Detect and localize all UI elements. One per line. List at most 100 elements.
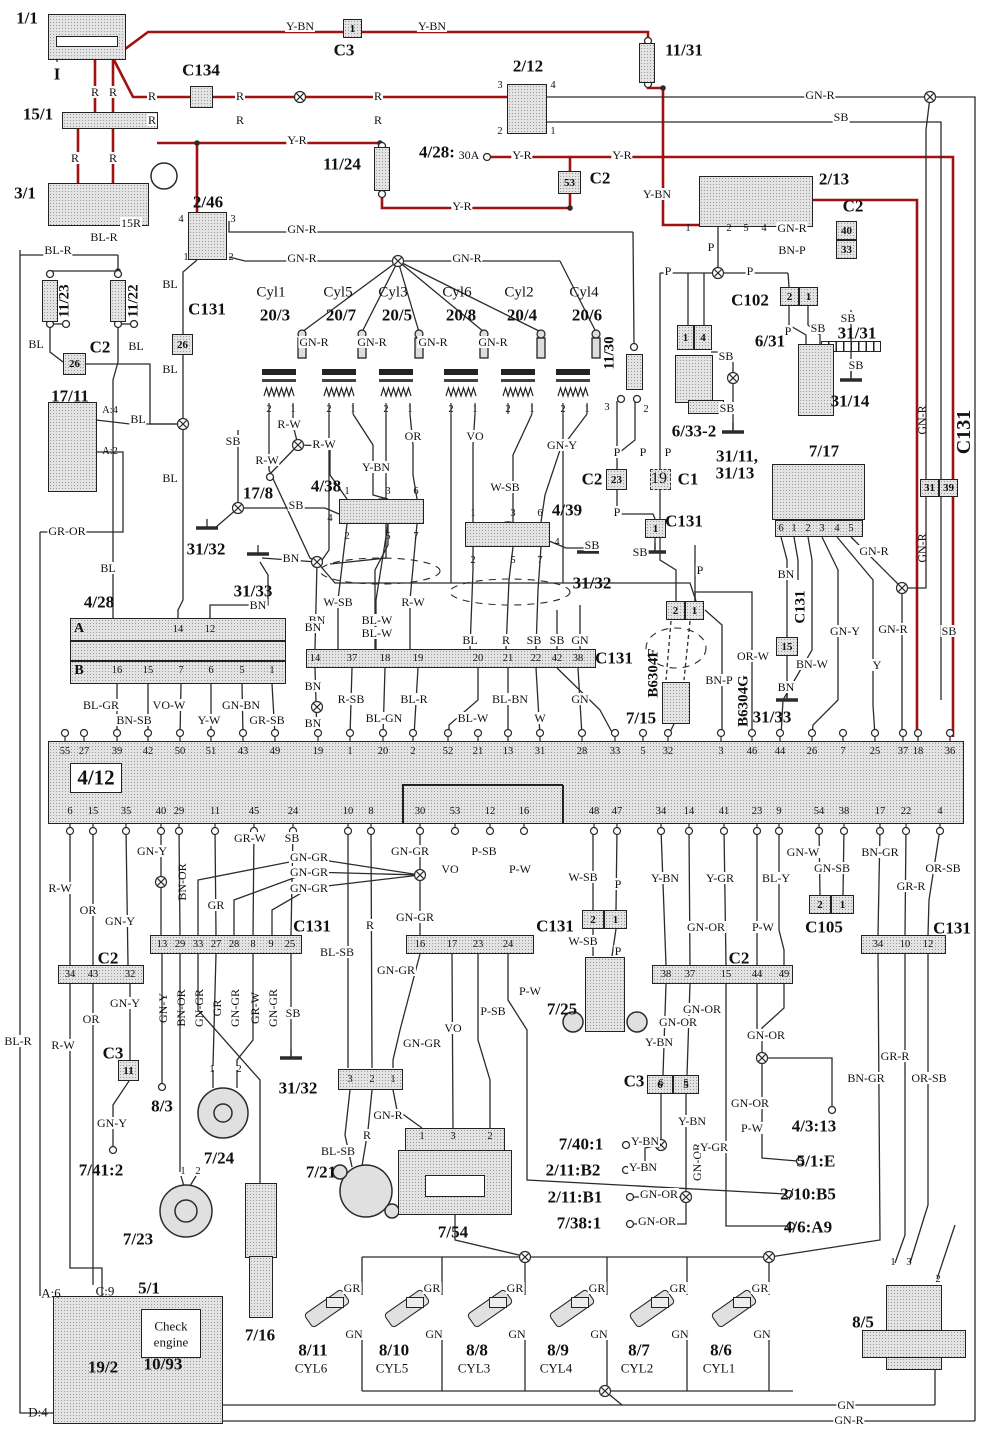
ecu-pin-top: 52 (442, 745, 454, 757)
wire-label: BL-W (456, 711, 490, 725)
wire-label: 20 (472, 652, 484, 664)
connector-c102-1: 1 (799, 287, 818, 306)
wire (469, 547, 474, 650)
wire-label: SB (717, 349, 735, 363)
component-id: 8/6 (710, 1340, 732, 1360)
wire (268, 414, 318, 563)
component-id: 11/24 (323, 154, 361, 174)
component-id: 5/1:E (796, 1151, 836, 1171)
wire-label: 2 (195, 1165, 201, 1177)
wire-label: SB (718, 401, 736, 415)
wire (505, 546, 514, 650)
wire-label: GN-R (858, 544, 890, 558)
injector-connector (489, 1297, 507, 1308)
wire-label: 5 (510, 554, 516, 566)
wire-label: SB (832, 110, 850, 124)
component-id: 17/8 (242, 483, 274, 503)
component-id: 4/28: (419, 142, 455, 162)
wire-label: R-W (311, 437, 337, 451)
ecu-pin-bottom: 14 (683, 805, 695, 817)
wire-label: SB (839, 311, 857, 325)
ecu-pin-bottom: 10 (342, 805, 354, 817)
component-id: A (73, 621, 85, 636)
wire-label: GN-Y (156, 993, 170, 1023)
component-id: 20/5 (381, 305, 413, 325)
conn-7-25-2: 2 (582, 910, 604, 929)
component-id: C134 (182, 60, 220, 80)
wire-label: GN (507, 1327, 527, 1341)
component-id: 31/32 (186, 539, 226, 559)
wire (409, 523, 418, 649)
wire-label: CYL4 (539, 1360, 573, 1376)
wire-label: 1 (209, 1063, 215, 1075)
wire-label: Cyl5 (323, 284, 353, 301)
wire-label: SB (847, 358, 865, 372)
wire-label: BL-SB (319, 1144, 357, 1158)
component-id: 6/31 (754, 331, 786, 351)
wire-label: 1 (407, 403, 413, 415)
ecu-pin-top: 26 (806, 745, 818, 757)
wire-label: GN-OR (658, 1015, 698, 1029)
wire (236, 954, 254, 1066)
sensor-7-16 (245, 1183, 277, 1258)
wire-label: GN-OR (746, 1028, 786, 1042)
injector-connector (326, 1297, 344, 1308)
ecu-pin-top: 1 (347, 745, 353, 757)
component-id: 15/1 (22, 104, 54, 124)
wire-label: 34 (64, 968, 76, 980)
wire (397, 260, 542, 333)
wire-label: P (783, 324, 793, 338)
wire-label: W-SB (567, 934, 599, 948)
ecu-pin-bottom: 23 (751, 805, 763, 817)
wire-label: 49 (778, 968, 790, 980)
wire (19, 250, 53, 1414)
wire-label: Y-BN (643, 1035, 675, 1049)
wire-label: GN-R (776, 221, 808, 235)
wire-label: 1 (550, 125, 556, 137)
wire (725, 984, 788, 1227)
wire-label: 15 (720, 968, 732, 980)
component-id: 7/24 (203, 1148, 235, 1168)
wire-label: 1 (470, 507, 476, 519)
distributor-7-17 (772, 464, 865, 520)
wire-label: 28 (228, 938, 240, 950)
wire-label: 23 (472, 938, 484, 950)
wire-label: Y-BN (416, 19, 448, 33)
connector-c105-1: 1 (831, 895, 854, 914)
wire-label: Cyl2 (504, 284, 534, 301)
wire (936, 1224, 956, 1280)
wire-label: 1 (419, 1130, 425, 1142)
component-id: 10/93 (143, 1354, 183, 1374)
wire-label: GR (668, 1281, 688, 1295)
wire-label: GN-GR (192, 989, 206, 1027)
wire-label: 1 (584, 403, 590, 415)
wire-label: 29 (174, 938, 186, 950)
wire (688, 828, 691, 966)
wire-label: GN-OR (637, 1214, 677, 1228)
wire-label: SB (224, 434, 242, 448)
wire-label: 6 (537, 507, 543, 519)
wire-label: SB (809, 321, 827, 335)
wire-label: W-SB (567, 870, 599, 884)
wire-label: GN-R (833, 1413, 865, 1427)
wire-label: BL-R (399, 692, 429, 706)
wire-label: GR-W (248, 992, 262, 1024)
component-id: C2 (728, 948, 750, 968)
wire (197, 954, 261, 1183)
wire (559, 260, 597, 333)
wire (787, 272, 790, 288)
ecu-pin-top: 13 (502, 745, 514, 757)
wire-label: 7 (537, 554, 543, 566)
wire (252, 828, 255, 936)
component-id: 8/7 (628, 1340, 650, 1360)
component-id: I (53, 64, 61, 84)
wire-label: 1 (269, 664, 275, 676)
connector-c131-15: 15 (776, 637, 798, 656)
wire-label: BL-R (3, 1034, 33, 1048)
wire (451, 953, 454, 1129)
wire-label: 3 (450, 1130, 456, 1142)
wire (570, 155, 955, 737)
component-id: 4/3:13 (791, 1116, 837, 1136)
wire (662, 983, 667, 1076)
